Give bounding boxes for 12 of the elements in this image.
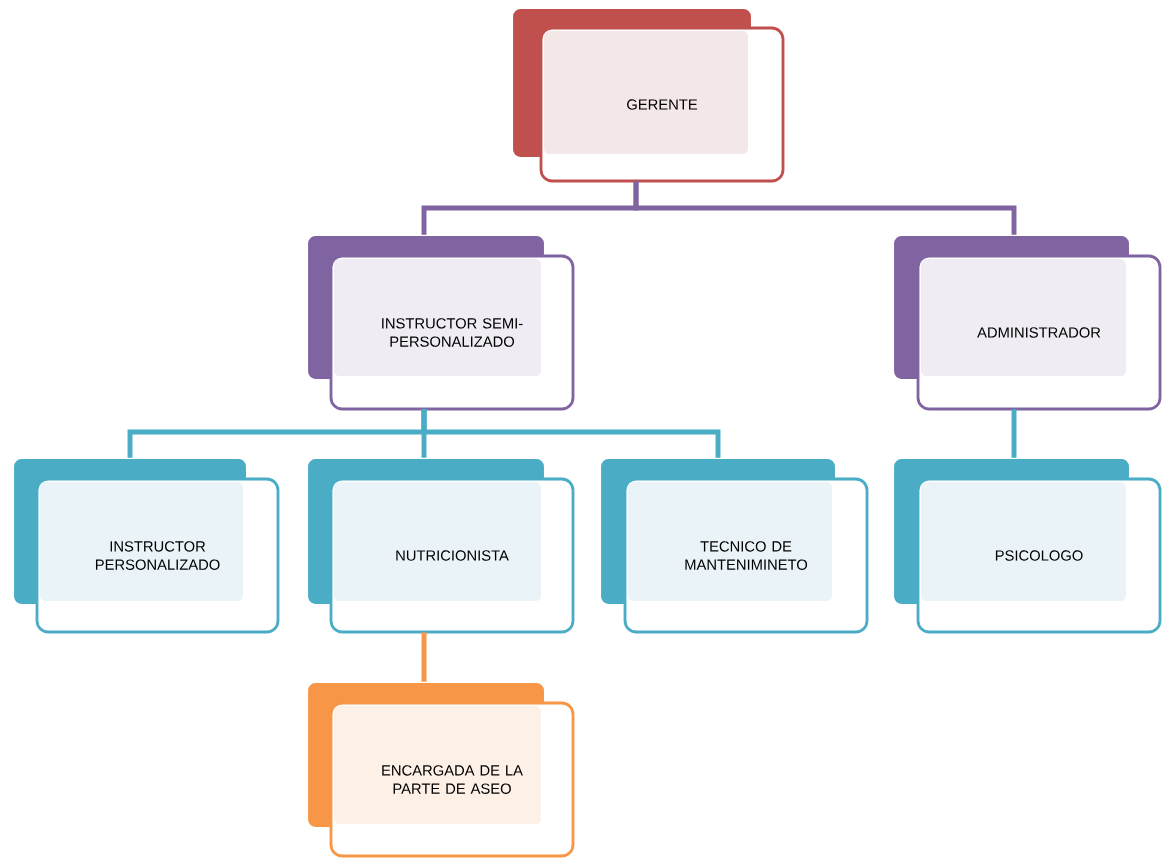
org-chart-box: INSTRUCTOR SEMI-PERSONALIZADO bbox=[305, 233, 575, 411]
org-chart-box: PSICOLOGO bbox=[891, 456, 1162, 634]
connector-line bbox=[421, 409, 721, 458]
org-chart-box: TECNICO DE MANTENIMINETO bbox=[598, 456, 869, 634]
org-chart-box: ADMINISTRADOR bbox=[891, 233, 1162, 411]
connector-line bbox=[633, 181, 1017, 235]
connector-line bbox=[1011, 409, 1017, 458]
org-chart-box: GERENTE bbox=[510, 6, 785, 183]
org-chart-box: NUTRICIONISTA bbox=[305, 456, 575, 634]
org-chart-box: INSTRUCTOR PERSONALIZADO bbox=[11, 456, 280, 634]
connector-line bbox=[421, 632, 427, 682]
org-chart-box: ENCARGADA DE LA PARTE DE ASEO bbox=[305, 680, 575, 858]
